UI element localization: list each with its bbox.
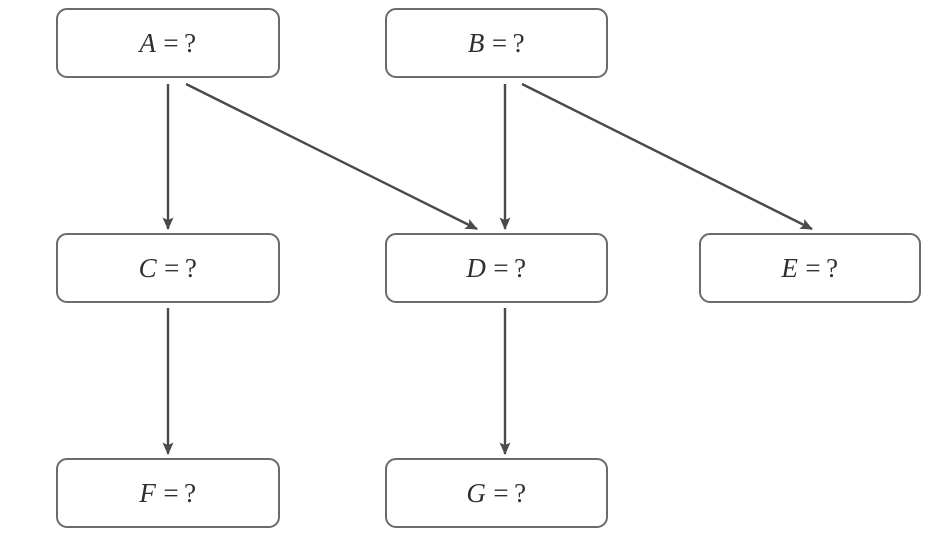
node-c-value: ? xyxy=(184,252,198,283)
node-a-operator: = xyxy=(163,27,180,58)
node-a-value: ? xyxy=(184,27,197,58)
node-c[interactable]: C=? xyxy=(56,233,280,303)
node-f-variable: F xyxy=(139,477,157,508)
node-b-variable: B xyxy=(467,27,485,58)
node-a[interactable]: A=? xyxy=(56,8,280,78)
node-b-operator: = xyxy=(491,27,508,58)
node-b-value: ? xyxy=(512,27,526,58)
node-f-value: ? xyxy=(184,477,197,508)
edge-a-to-d xyxy=(185,82,478,231)
node-f[interactable]: F=? xyxy=(56,458,280,528)
node-g-operator: = xyxy=(493,477,510,508)
node-d-label: D=? xyxy=(466,252,527,283)
node-f-operator: = xyxy=(163,477,180,508)
node-d-operator: = xyxy=(493,252,510,283)
node-e-value: ? xyxy=(826,252,839,283)
node-a-variable: A xyxy=(139,27,157,58)
node-c-variable: C xyxy=(138,252,158,283)
node-d-value: ? xyxy=(514,252,527,283)
node-d[interactable]: D=? xyxy=(385,233,608,303)
node-e-variable: E xyxy=(781,252,799,283)
edge-b-to-e xyxy=(521,82,813,231)
node-b-label: B=? xyxy=(467,27,526,58)
node-d-variable: D xyxy=(466,252,487,283)
node-g[interactable]: G=? xyxy=(385,458,608,528)
node-g-variable: G xyxy=(466,477,487,508)
node-e-label: E=? xyxy=(781,252,839,283)
node-g-value: ? xyxy=(514,477,527,508)
node-e[interactable]: E=? xyxy=(699,233,921,303)
node-f-label: F=? xyxy=(139,477,197,508)
node-e-operator: = xyxy=(805,252,822,283)
node-g-label: G=? xyxy=(466,477,527,508)
node-a-label: A=? xyxy=(139,27,197,58)
node-b[interactable]: B=? xyxy=(385,8,608,78)
node-c-operator: = xyxy=(164,252,180,283)
node-c-label: C=? xyxy=(138,252,198,283)
